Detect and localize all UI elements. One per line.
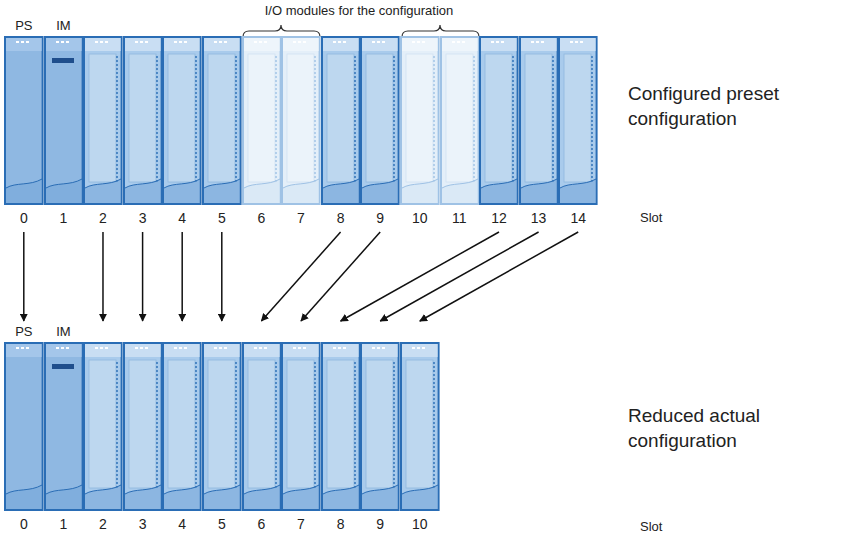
ps-module-graphic xyxy=(4,36,44,205)
row-caption: Reduced actual configuration xyxy=(628,404,823,453)
slot-number: 0 xyxy=(0,207,50,229)
io-module-graphic xyxy=(242,36,282,205)
slot-mapping-arrow xyxy=(181,232,183,321)
ps-module-graphic xyxy=(4,342,44,511)
slot-number: 6 xyxy=(236,207,288,229)
im-module-graphic xyxy=(44,342,84,511)
slot-mapping-arrow xyxy=(142,232,144,321)
slot-mapping-arrow xyxy=(380,232,538,321)
io-module-graphic xyxy=(400,342,440,511)
module-slot: 7 xyxy=(281,16,321,229)
module-slot: 10 xyxy=(400,322,440,535)
io-module-graphic xyxy=(162,36,202,205)
slot-mapping-arrow xyxy=(341,232,499,321)
module-slot: 3 xyxy=(123,16,163,229)
io-module-graphic xyxy=(321,36,361,205)
io-module-graphic xyxy=(400,36,440,205)
module-slot: 4 xyxy=(162,322,202,535)
module-slot: 5 xyxy=(202,322,242,535)
module-slot: 14 xyxy=(558,16,598,229)
slot-mapping-arrow xyxy=(420,232,578,321)
slot-mapping-arrow xyxy=(102,232,104,321)
io-module-graphic xyxy=(321,342,361,511)
module-type-label: PS xyxy=(0,16,50,36)
slot-number: 0 xyxy=(0,513,50,535)
io-module-graphic xyxy=(83,36,123,205)
slot-axis-label: Slot xyxy=(640,210,700,227)
io-module-graphic xyxy=(123,36,163,205)
module-slot: 11 xyxy=(440,16,480,229)
io-module-graphic xyxy=(202,36,242,205)
slot-number: 13 xyxy=(513,207,565,229)
module-slot: PS0 xyxy=(4,16,44,229)
module-slot: 5 xyxy=(202,16,242,229)
module-slot: 10 xyxy=(400,16,440,229)
io-module-graphic xyxy=(360,36,400,205)
module-type-label: IM xyxy=(38,16,90,36)
slot-mapping-arrow xyxy=(23,232,25,321)
group-bracket xyxy=(402,25,479,37)
slot-number: 3 xyxy=(117,513,169,535)
module-slot: 8 xyxy=(321,322,361,535)
slot-number: 7 xyxy=(275,513,327,535)
module-slot: 13 xyxy=(519,16,559,229)
io-module-graphic xyxy=(83,342,123,511)
slot-number: 6 xyxy=(236,513,288,535)
slot-number: 8 xyxy=(315,207,367,229)
im-module-graphic xyxy=(44,36,84,205)
module-slot: IM1 xyxy=(44,16,84,229)
slot-mapping-arrow xyxy=(261,232,340,321)
module-slot: 9 xyxy=(360,322,400,535)
slot-number: 3 xyxy=(117,207,169,229)
slot-axis-label: Slot xyxy=(640,519,700,536)
io-module-graphic xyxy=(281,342,321,511)
bracket-caption: I/O modules for the configuration xyxy=(239,3,479,20)
io-module-graphic xyxy=(162,342,202,511)
slot-number: 11 xyxy=(434,207,486,229)
io-module-graphic xyxy=(558,36,598,205)
slot-mapping-arrow xyxy=(301,232,380,321)
module-slot: 6 xyxy=(242,16,282,229)
slot-number: 7 xyxy=(275,207,327,229)
slot-number: 5 xyxy=(196,513,248,535)
module-slot: 2 xyxy=(83,322,123,535)
slot-number: 9 xyxy=(354,513,406,535)
group-bracket xyxy=(243,25,320,37)
module-slot: 4 xyxy=(162,16,202,229)
io-module-graphic xyxy=(479,36,519,205)
io-module-graphic xyxy=(281,36,321,205)
io-module-graphic xyxy=(440,36,480,205)
module-slot: IM1 xyxy=(44,322,84,535)
slot-number: 2 xyxy=(77,513,129,535)
io-module-graphic xyxy=(202,342,242,511)
module-slot: 7 xyxy=(281,322,321,535)
module-type-label: IM xyxy=(38,322,90,342)
slot-number: 2 xyxy=(77,207,129,229)
module-slot: 12 xyxy=(479,16,519,229)
io-module-graphic xyxy=(123,342,163,511)
slot-number: 14 xyxy=(552,207,604,229)
io-module-graphic xyxy=(242,342,282,511)
slot-number: 4 xyxy=(156,207,208,229)
module-slot: 6 xyxy=(242,322,282,535)
module-slot: 3 xyxy=(123,322,163,535)
module-slot: PS0 xyxy=(4,322,44,535)
module-type-label: PS xyxy=(0,322,50,342)
slot-number: 10 xyxy=(394,207,446,229)
module-slot: 2 xyxy=(83,16,123,229)
slot-number: 12 xyxy=(473,207,525,229)
slot-number: 10 xyxy=(394,513,446,535)
io-module-graphic xyxy=(360,342,400,511)
module-slot: 9 xyxy=(360,16,400,229)
slot-number: 8 xyxy=(315,513,367,535)
slot-number: 9 xyxy=(354,207,406,229)
slot-number: 4 xyxy=(156,513,208,535)
slot-number: 5 xyxy=(196,207,248,229)
row-caption: Configured preset configuration xyxy=(628,82,823,131)
slot-mapping-arrow xyxy=(221,232,223,321)
io-module-graphic xyxy=(519,36,559,205)
slot-number: 1 xyxy=(38,207,90,229)
slot-number: 1 xyxy=(38,513,90,535)
module-slot: 8 xyxy=(321,16,361,229)
